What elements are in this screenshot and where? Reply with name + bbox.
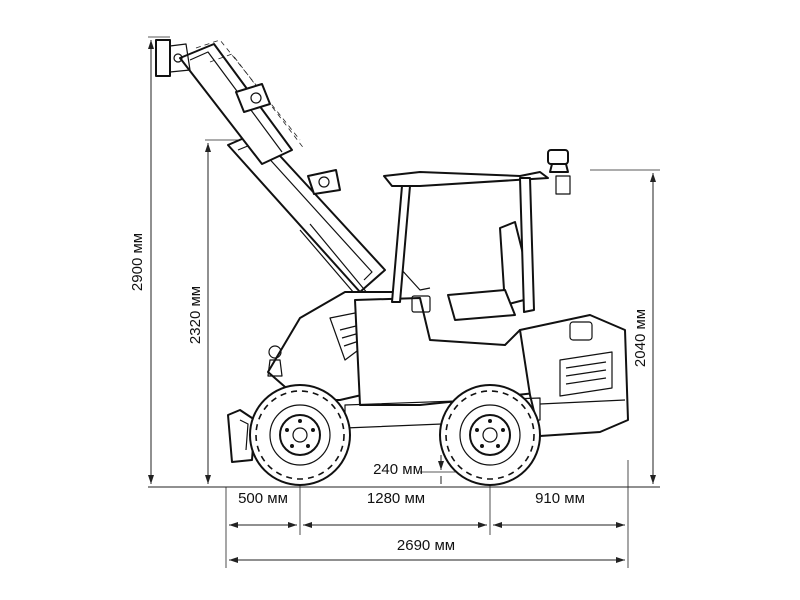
telescopic-boom xyxy=(155,39,386,301)
label-rear-overhang: 910 мм xyxy=(535,490,585,507)
label-boom-height: 2320 мм xyxy=(187,286,204,344)
label-ground-clearance: 240 мм xyxy=(373,461,423,478)
label-total-height: 2900 мм xyxy=(129,233,146,291)
rear-wheel xyxy=(439,384,541,486)
label-cab-height: 2040 мм xyxy=(632,309,649,367)
label-total-length: 2690 мм xyxy=(397,537,455,554)
loader-illustration xyxy=(155,39,629,486)
seat xyxy=(399,221,526,321)
dimension-labels: 2900 мм 2320 мм 2040 мм 240 мм 500 мм 12… xyxy=(129,233,649,554)
label-front-overhang: 500 мм xyxy=(238,490,288,507)
front-wheel xyxy=(249,384,351,486)
label-wheelbase: 1280 мм xyxy=(367,490,425,507)
canopy xyxy=(383,149,571,313)
